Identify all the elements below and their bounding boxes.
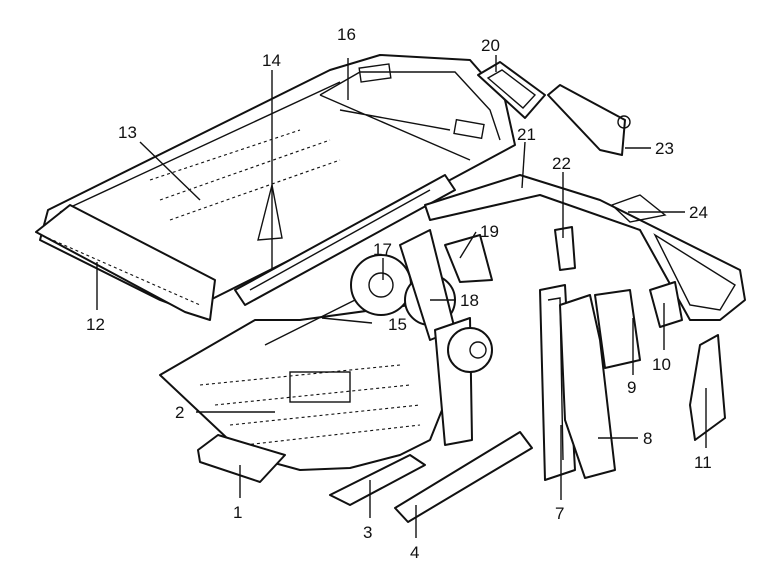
callout-18: 18 <box>460 291 479 310</box>
callout-2: 2 <box>175 403 184 422</box>
callout-4: 4 <box>410 543 419 562</box>
center-pillar <box>399 229 493 446</box>
roof-cross-member <box>234 174 456 306</box>
callout-17: 17 <box>373 240 392 259</box>
callout-11: 11 <box>694 453 712 472</box>
floor-panel <box>159 304 471 471</box>
callout-19: 19 <box>480 222 499 241</box>
callout-15: 15 <box>388 315 407 334</box>
callout-9: 9 <box>627 378 636 397</box>
callout-3: 3 <box>363 523 372 542</box>
front-header-rail <box>35 204 216 321</box>
part-9-bracket <box>594 289 641 369</box>
part-4-sill <box>394 431 533 523</box>
callout-12: 12 <box>86 315 105 334</box>
callout-21: 21 <box>517 125 536 144</box>
callout-1: 1 <box>233 503 242 522</box>
callout-16: 16 <box>337 25 356 44</box>
callout-24: 24 <box>689 203 708 222</box>
leader-lines <box>96 55 707 538</box>
part-1-bracket <box>197 434 286 483</box>
callout-14: 14 <box>262 51 281 70</box>
callout-8: 8 <box>643 429 652 448</box>
dome-light <box>477 61 546 119</box>
inner-pillar-8 <box>559 294 616 479</box>
part-11-pillar <box>689 334 726 441</box>
callout-10: 10 <box>652 355 671 374</box>
part-3-sill <box>329 454 426 506</box>
callout-23: 23 <box>655 139 674 158</box>
callout-7: 7 <box>555 504 564 523</box>
callout-labels: 1 2 3 4 7 8 9 10 11 12 13 14 15 16 17 18… <box>86 25 712 562</box>
pulley-17 <box>350 254 412 316</box>
callout-20: 20 <box>481 36 500 55</box>
trim-piece-19 <box>444 234 493 283</box>
roof-side-rail <box>424 174 746 321</box>
callout-13: 13 <box>118 123 137 142</box>
part-10-bracket <box>649 281 683 328</box>
sun-visor <box>547 84 631 156</box>
callout-22: 22 <box>552 154 571 173</box>
trim-piece-22 <box>554 226 576 271</box>
